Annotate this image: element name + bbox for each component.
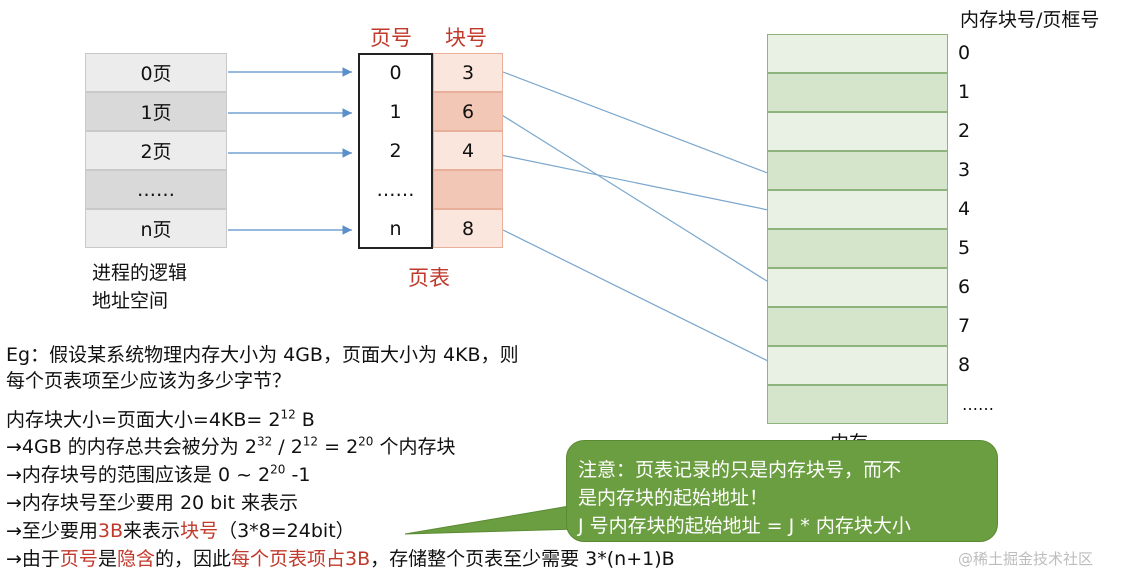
- memory-block-0: [767, 34, 948, 73]
- callout-line-3: J 号内存块的起始地址 = J * 内存块大小: [578, 515, 911, 537]
- memory-label-5: 5: [958, 237, 971, 259]
- memory-block-1: [767, 73, 948, 112]
- memory-block-7: [767, 307, 948, 346]
- step-3: →内存块号的范围应该是 0 ~ 220 -1: [6, 462, 311, 486]
- block-number-n: 8: [433, 209, 503, 248]
- memory-label-1: 1: [958, 81, 971, 103]
- step-4: →内存块号至少要用 20 bit 来表示: [6, 492, 299, 514]
- memory-block-3: [767, 151, 948, 190]
- arrow-block4: [490, 152, 779, 215]
- arrow-block8: [502, 229, 779, 367]
- page-number-ellipsis: ……: [376, 178, 415, 201]
- block-number-ellipsis: [433, 170, 503, 209]
- memory-title: 内存块号/页框号: [960, 9, 1100, 31]
- callout-line-1: 注意：页表记录的只是内存块号，而不: [578, 459, 902, 481]
- page-number-header: 页号: [370, 26, 412, 50]
- page-number-2: 2: [389, 139, 402, 162]
- memory-label-4: 4: [958, 198, 971, 220]
- block-number-2: 4: [433, 131, 503, 170]
- logical-caption-2: 地址空间: [92, 290, 169, 312]
- memory-caption: 内存: [830, 428, 868, 441]
- memory-block-2: [767, 112, 948, 151]
- arrow-block6: [496, 111, 779, 289]
- block-number-1: 6: [433, 92, 503, 131]
- logical-caption-1: 进程的逻辑: [92, 262, 188, 284]
- logical-page-2: 2页: [85, 131, 227, 170]
- arrow-block3: [502, 71, 779, 179]
- memory-label-7: 7: [958, 315, 971, 337]
- step-2: →4GB 的内存总共会被分为 232 / 212 = 220 个内存块: [6, 434, 456, 458]
- memory-label-3: 3: [958, 159, 971, 181]
- memory-label-2: 2: [958, 120, 971, 142]
- memory-block-9: [767, 385, 948, 424]
- example-line-1: Eg：假设某系统物理内存大小为 4GB，页面大小为 4KB，则: [6, 344, 519, 366]
- page-table-caption: 页表: [408, 266, 450, 290]
- logical-page-0: 0页: [85, 53, 227, 92]
- memory-block-6: [767, 268, 948, 307]
- logical-page-1: 1页: [85, 92, 227, 131]
- example-line-2: 每个页表项至少应该为多少字节？: [6, 370, 292, 392]
- step-1: 内存块大小=页面大小=4KB= 212 B: [6, 407, 315, 431]
- memory-label-0: 0: [958, 42, 971, 64]
- page-number-column-border: [358, 53, 433, 249]
- callout-line-2: 是内存块的起始地址！: [578, 487, 769, 509]
- page-number-0: 0: [389, 61, 402, 84]
- memory-label-6: 6: [958, 276, 971, 298]
- memory-label-8: 8: [958, 354, 971, 376]
- step-6: →由于页号是隐含的，因此每个页表项占3B，存储整个页表至少需要 3*(n+1)B: [6, 548, 675, 570]
- block-number-header: 块号: [445, 26, 487, 50]
- page-number-1: 1: [389, 100, 402, 123]
- memory-block-5: [767, 229, 948, 268]
- watermark: @稀土掘金技术社区: [958, 550, 1094, 568]
- block-number-0: 3: [433, 53, 503, 92]
- step-5: →至少要用3B来表示块号（3*8=24bit）: [6, 520, 355, 542]
- logical-page-ellipsis: ……: [85, 170, 227, 209]
- memory-block-8: [767, 346, 948, 385]
- memory-label-ellipsis: ……: [962, 395, 994, 414]
- logical-page-n: n页: [85, 209, 227, 248]
- memory-block-4: [767, 190, 948, 229]
- callout-box: [566, 440, 998, 542]
- page-number-n: n: [389, 217, 402, 240]
